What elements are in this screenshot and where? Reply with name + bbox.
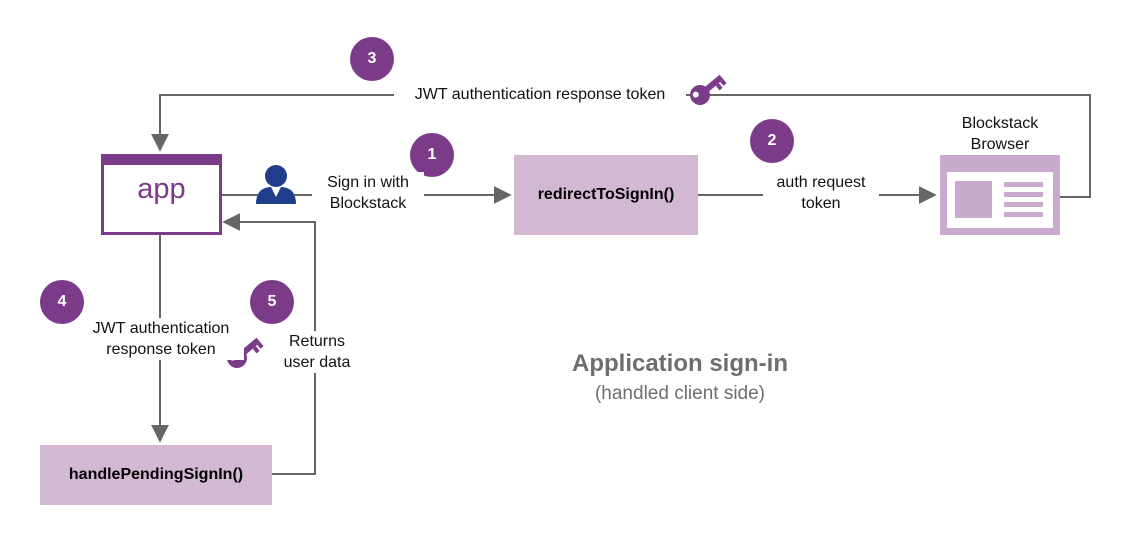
diagram-title: Application sign-in: [572, 350, 788, 377]
step-5-label: Returns user data: [270, 331, 364, 373]
step-badge-3: 3: [350, 37, 394, 81]
user-icon: [256, 165, 296, 204]
app-window-titlebar: [104, 157, 219, 165]
step-2-label-line1: auth request: [776, 174, 866, 191]
connector-jwt-top: [151, 94, 1091, 198]
step-3-label: JWT authentication response token: [394, 84, 686, 105]
step-3-label-line1: JWT authentication response token: [414, 86, 666, 103]
browser-label-line1: Blockstack: [961, 115, 1039, 132]
step-badge-4: 4: [40, 280, 84, 324]
step-5-label-line2: user data: [283, 354, 351, 371]
step-1-label-line1: Sign in with: [327, 174, 409, 191]
key-icon: [690, 74, 727, 105]
redirect-to-sign-in-label: redirectToSignIn(): [537, 186, 675, 203]
handle-pending-sign-in-label: handlePendingSignIn(): [68, 466, 244, 483]
diagram-subtitle: (handled client side): [594, 383, 766, 404]
step-4-label-line1: JWT authentication: [92, 320, 230, 337]
step-badge-5: 5: [250, 280, 294, 324]
step-4-label: JWT authentication response token: [78, 318, 244, 360]
browser-window-icon: [940, 155, 1060, 235]
handle-pending-sign-in-box: handlePendingSignIn(): [40, 445, 272, 505]
app-label: app: [137, 173, 186, 205]
step-4-label-line2: response token: [106, 341, 216, 358]
step-1-label-line2: Blockstack: [329, 195, 407, 212]
step-badge-2: 2: [750, 119, 794, 163]
step-2-label: auth request token: [763, 172, 879, 214]
step-1-label: Sign in with Blockstack: [312, 172, 424, 214]
step-2-label-line2: token: [801, 195, 841, 212]
browser-label: Blockstack Browser: [940, 113, 1060, 155]
redirect-to-sign-in-box: redirectToSignIn(): [514, 155, 698, 235]
app-window: app: [101, 154, 222, 235]
step-5-label-line1: Returns: [288, 333, 346, 350]
step-badge-1: 1: [410, 133, 454, 177]
browser-label-line2: Browser: [970, 136, 1030, 153]
